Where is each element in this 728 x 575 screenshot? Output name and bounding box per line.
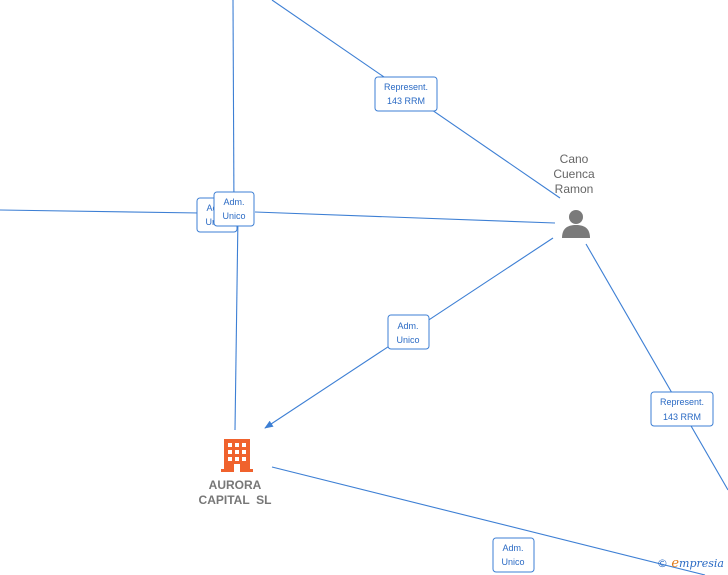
edge-left-to-junction	[0, 209, 201, 214]
edge-label-represent-right[interactable]: Represent. 143 RRM	[650, 391, 714, 427]
brand-initial: e	[671, 556, 680, 571]
edge-label-line1: Adm.	[502, 543, 523, 553]
person-icon[interactable]	[562, 210, 590, 238]
edge-label-line1: Adm.	[223, 197, 244, 207]
edge-company-to-right	[271, 466, 706, 575]
edge-label-adm-unico-front[interactable]: Adm. Unico	[213, 191, 255, 227]
empresia-watermark: © empresia	[657, 556, 724, 571]
edge-junction-to-person	[254, 211, 556, 224]
company-node-name[interactable]: AURORA CAPITAL SL	[185, 478, 285, 508]
person-name-line: Cano	[559, 152, 589, 166]
copyright-icon: ©	[656, 557, 668, 570]
edge-label-line2: 143 RRM	[663, 412, 701, 422]
edge-label-line1: Adm.	[397, 321, 418, 331]
company-name-line: CAPITAL SL	[198, 493, 272, 507]
edge-vertical-left	[232, 0, 235, 216]
edge-label-line1: Represent.	[384, 82, 428, 92]
brand-name: mpresia	[679, 557, 724, 570]
person-name-line: Ramon	[554, 182, 594, 196]
edge-label-adm-unico-bottom[interactable]: Adm. Unico	[492, 537, 535, 573]
edge-label-line2: Unico	[222, 211, 245, 221]
edge-vertical-to-company	[234, 214, 239, 431]
edge-person-to-right	[585, 243, 728, 491]
building-icon[interactable]	[221, 439, 253, 472]
company-name-line: AURORA	[208, 478, 262, 492]
person-node-name[interactable]: Cano Cuenca Ramon	[544, 152, 604, 197]
edge-label-line2: 143 RRM	[387, 96, 425, 106]
edge-label-line2: Unico	[396, 335, 419, 345]
person-name-line: Cuenca	[553, 167, 595, 181]
edge-label-adm-unico-middle[interactable]: Adm. Unico	[387, 314, 430, 350]
edge-label-represent-top[interactable]: Represent. 143 RRM	[374, 76, 438, 112]
edge-label-line2: Unico	[501, 557, 524, 567]
edge-label-line1: Represent.	[660, 397, 704, 407]
